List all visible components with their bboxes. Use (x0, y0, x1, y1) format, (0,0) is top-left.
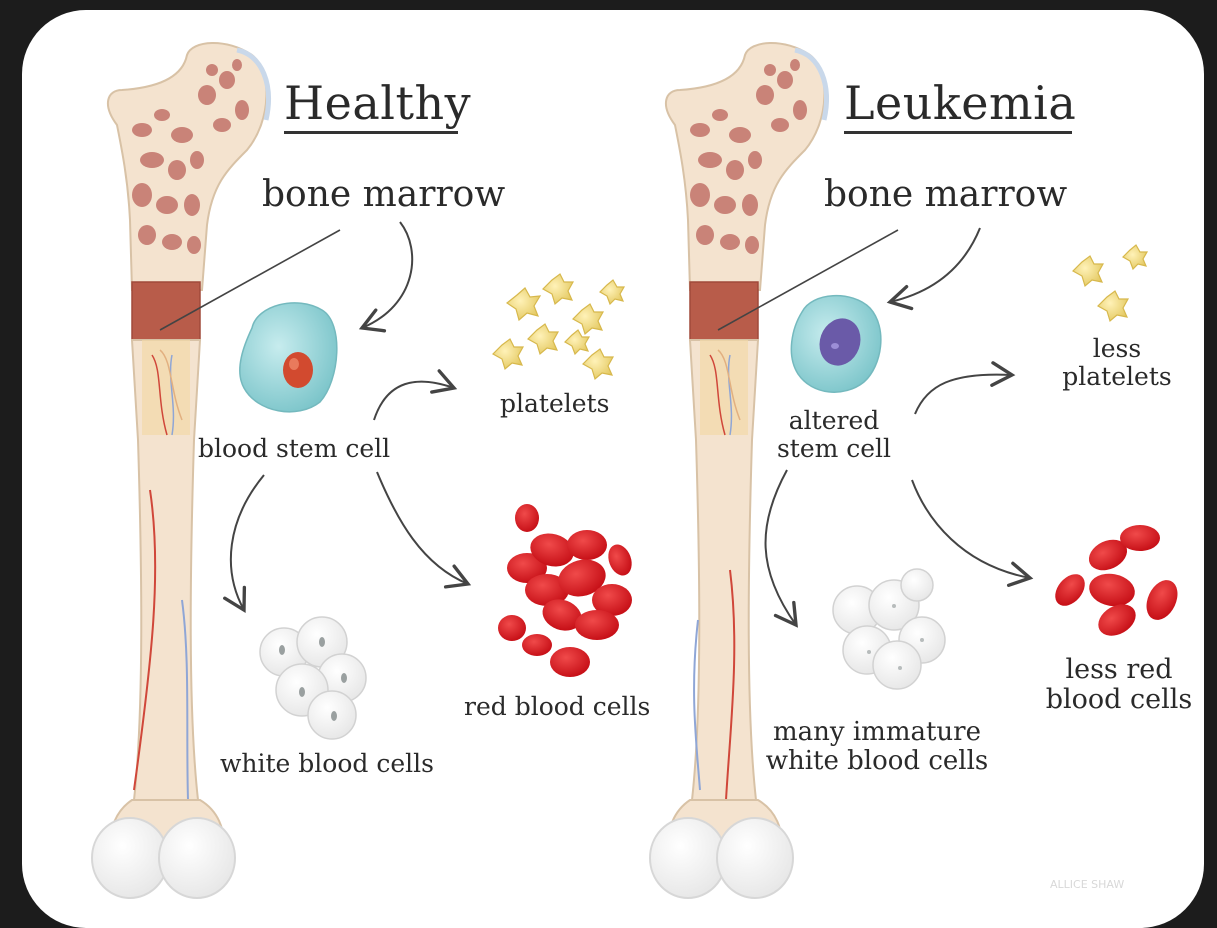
blood-stem-cell-label: blood stem cell (198, 435, 390, 463)
less-red-blood-cells-cluster (1049, 525, 1183, 642)
less-platelets-line1: less (1052, 335, 1182, 363)
healthy-arrows (231, 222, 468, 610)
healthy-title: Healthy (284, 78, 471, 129)
platelets-cluster (493, 274, 624, 379)
diagram-card: Healthy bone marrow blood stem cell plat… (22, 10, 1204, 928)
red-blood-cells-cluster (498, 504, 636, 677)
white-blood-cells-label: white blood cells (220, 750, 434, 778)
less-platelets-cluster (1073, 245, 1147, 321)
many-immature-line1: many immature (762, 718, 992, 747)
leukemia-title: Leukemia (844, 78, 1076, 129)
leukemia-bone-marrow-label: bone marrow (824, 175, 1067, 215)
red-blood-cells-label: red blood cells (464, 693, 650, 721)
healthy-bone-marrow-label: bone marrow (262, 175, 505, 215)
less-platelets-line2: platelets (1052, 363, 1182, 391)
white-blood-cells-cluster (260, 617, 366, 739)
less-platelets-label: less platelets (1052, 335, 1182, 390)
leukemia-title-underline (844, 131, 1072, 134)
healthy-title-underline (284, 131, 458, 134)
many-immature-line2: white blood cells (762, 747, 992, 776)
immature-white-blood-cells-cluster (833, 569, 945, 689)
blood-stem-cell (240, 303, 337, 412)
altered-stem-cell-line2: stem cell (774, 435, 894, 463)
illustration (22, 10, 1204, 928)
many-immature-white-blood-cells-label: many immature white blood cells (762, 718, 992, 775)
less-red-blood-cells-line1: less red (1044, 655, 1194, 685)
less-red-blood-cells-label: less red blood cells (1044, 655, 1194, 714)
watermark-text: ALLICE SHAW (1050, 878, 1124, 891)
altered-stem-cell-line1: altered (774, 407, 894, 435)
altered-stem-cell-label: altered stem cell (774, 407, 894, 462)
platelets-label: platelets (500, 390, 609, 418)
altered-stem-cell (791, 296, 881, 393)
less-red-blood-cells-line2: blood cells (1044, 685, 1194, 715)
